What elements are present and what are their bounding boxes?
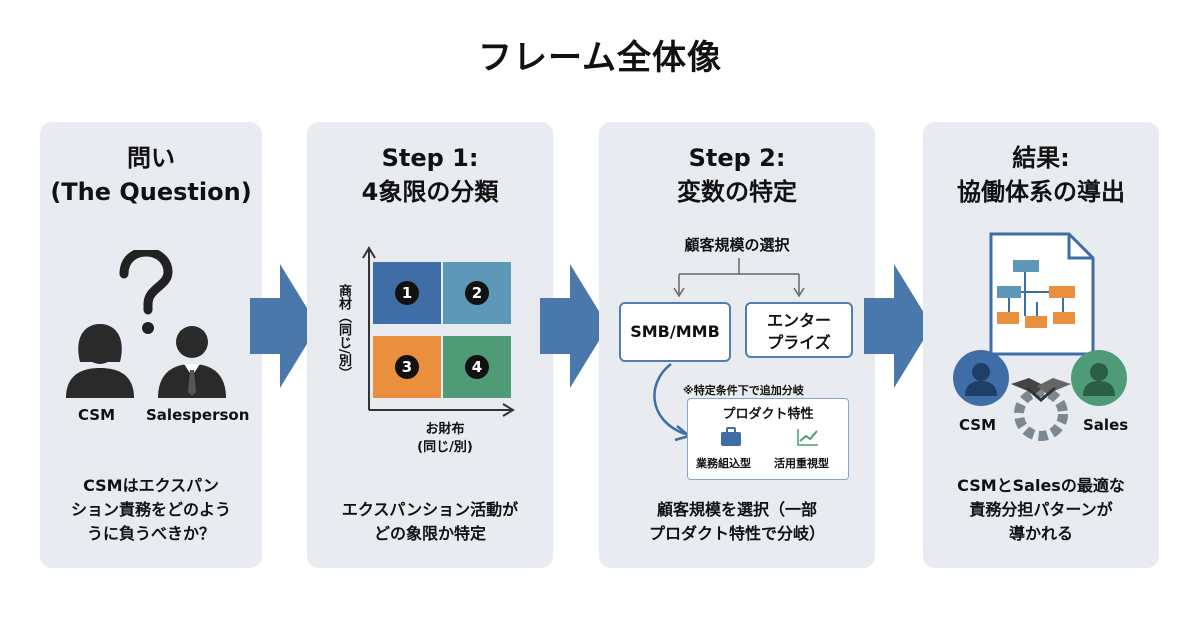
product-type-embedded: 業務組込型 <box>696 457 751 470</box>
question-text-line1: CSMはエクスパン <box>83 476 219 495</box>
csm-avatar-icon <box>953 350 1009 406</box>
salesperson-label: Salesperson <box>146 406 250 424</box>
step1-subheading: 4象限の分類 <box>361 178 499 206</box>
step2-heading: Step 2: <box>688 144 786 172</box>
result-panel: 結果: 協働体系の導出 CSM Sales CSMとSalesの最適な 責務分担… <box>923 122 1159 568</box>
product-traits-box: プロダクト特性 業務組込型 活用重視型 <box>687 398 849 480</box>
enterprise-box: エンター プライズ <box>745 302 853 358</box>
step2-subheading: 変数の特定 <box>677 178 797 206</box>
csm-person-icon <box>66 324 134 398</box>
step2-text-line1: 顧客規模を選択（一部 <box>656 500 817 519</box>
axes-icon <box>362 246 515 417</box>
growth-chart-icon <box>797 429 818 446</box>
product-traits-title: プロダクト特性 <box>722 407 814 422</box>
y-axis-label: 商材（同じ/別） <box>336 284 351 380</box>
csm-label: CSM <box>78 406 116 424</box>
product-type-usage: 活用重視型 <box>774 457 829 470</box>
branch-connector <box>673 258 805 298</box>
question-text-line2: ション責務をどのよう <box>70 500 231 519</box>
enterprise-line1: エンター <box>766 311 831 330</box>
result-sales-label: Sales <box>1083 416 1129 434</box>
page-title: フレーム全体像 <box>478 38 722 78</box>
question-subheading: (The Question) <box>50 178 252 206</box>
result-text-line3: 導かれる <box>1008 524 1073 543</box>
briefcase-icon <box>721 427 741 446</box>
salesperson-icon <box>158 326 226 398</box>
handshake-gear-icon <box>1011 378 1071 441</box>
quadrant-3: 3 <box>373 336 441 398</box>
customer-size-label: 顧客規模の選択 <box>684 236 790 254</box>
enterprise-line2: プライズ <box>767 333 831 352</box>
result-csm-label: CSM <box>959 416 997 434</box>
quadrant-4-badge: 4 <box>465 355 489 379</box>
step1-panel: Step 1: 4象限の分類 商材（同じ/別） 1 2 3 4 お財布 (同じ/… <box>307 122 553 568</box>
org-chart-document-icon <box>989 232 1095 356</box>
quadrant-2-badge: 2 <box>465 281 489 305</box>
quadrant-1-badge: 1 <box>395 281 419 305</box>
quadrant-2: 2 <box>443 262 511 324</box>
flow-arrow-1 <box>250 264 318 388</box>
quadrant-1: 1 <box>373 262 441 324</box>
step1-heading: Step 1: <box>381 144 479 172</box>
quadrant-3-badge: 3 <box>395 355 419 379</box>
step2-panel: Step 2: 変数の特定 顧客規模の選択 SMB/MMB エンター プライズ … <box>599 122 875 568</box>
sales-avatar-icon <box>1071 350 1127 406</box>
result-heading: 結果: <box>1012 144 1070 172</box>
step1-text-line2: どの象限か特定 <box>373 524 486 543</box>
conditional-note: ※特定条件下で追加分岐 <box>683 384 804 397</box>
question-panel: 問い (The Question) CSM Salesperson CSMはエク… <box>40 122 262 568</box>
x-axis-label-2: (同じ/別) <box>417 440 473 455</box>
question-text-line3: うに負うべきか？ <box>86 524 215 543</box>
result-text-line2: 責務分担パターンが <box>969 500 1113 519</box>
flow-arrow-3 <box>864 264 932 388</box>
step1-text-line1: エクスパンション活動が <box>341 500 519 519</box>
step2-text-line2: プロダクト特性で分岐） <box>648 524 825 543</box>
result-subheading: 協働体系の導出 <box>957 178 1125 206</box>
result-text-line1: CSMとSalesの最適な <box>957 476 1125 495</box>
quadrant-4: 4 <box>443 336 511 398</box>
question-heading: 問い <box>127 144 175 172</box>
x-axis-label-1: お財布 <box>425 422 465 437</box>
question-mark-icon <box>119 250 173 334</box>
flow-arrow-2 <box>540 264 608 388</box>
smb-mmb-box: SMB/MMB <box>619 302 731 362</box>
